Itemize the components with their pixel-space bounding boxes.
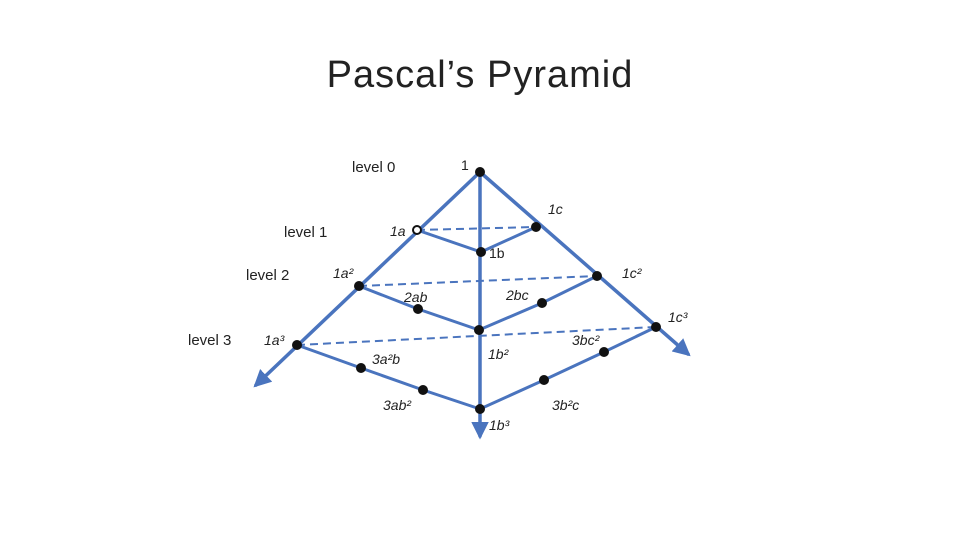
term-3bc2: 3bc²: [572, 332, 601, 348]
term-3ab2: 3ab²: [383, 397, 412, 413]
term-2bc: 2bc: [505, 287, 529, 303]
term-2ab: 2ab: [403, 289, 428, 305]
level-label-2: level 2: [246, 267, 289, 284]
node-c2: [592, 271, 602, 281]
slide-title: Pascal’s Pyramid: [326, 54, 634, 96]
node-b3: [475, 404, 485, 414]
level1-edge-a-b-c: [415, 225, 538, 254]
node-c3: [651, 322, 661, 332]
level3-edge-b-c: [478, 325, 658, 411]
term-1c3: 1c³: [668, 309, 688, 325]
level3-dashed-a-c: [296, 326, 657, 346]
node-c: [531, 222, 541, 232]
term-1b3: 1b³: [489, 417, 510, 433]
level-labels: level 0 level 1 level 2 level 3: [188, 159, 395, 349]
level1-dashed-a-c: [416, 226, 537, 231]
term-1a2: 1a²: [333, 265, 355, 281]
term-1c: 1c: [548, 201, 563, 217]
term-apex: 1: [461, 157, 469, 173]
node-b2c: [539, 375, 549, 385]
node-bc: [537, 298, 547, 308]
level3-edge-a-b: [295, 343, 482, 411]
term-1a3: 1a³: [264, 332, 285, 348]
node-bc2: [599, 347, 609, 357]
term-1b2: 1b²: [488, 346, 510, 362]
node-a: [412, 225, 422, 235]
node-ab2: [418, 385, 428, 395]
axis-a: [253, 170, 482, 388]
term-1c2: 1c²: [622, 265, 643, 281]
level-edges: [295, 225, 658, 411]
term-1a: 1a: [390, 223, 406, 239]
level-label-3: level 3: [188, 332, 231, 349]
node-ab: [413, 304, 423, 314]
level-label-0: level 0: [352, 159, 395, 176]
dashed-edges: [296, 226, 657, 346]
node-b2: [474, 325, 484, 335]
node-a2: [354, 281, 364, 291]
term-labels: 1 1a 1b 1c 1a² 2ab 2bc 1c² 1b² 1a³ 3a²b …: [264, 157, 688, 433]
node-a2b: [356, 363, 366, 373]
pyramid-nodes: [292, 167, 661, 414]
level2-dashed-a-c: [358, 275, 598, 287]
node-b: [476, 247, 486, 257]
term-1b: 1b: [489, 245, 505, 261]
node-a3: [292, 340, 302, 350]
node-apex: [475, 167, 485, 177]
term-3a2b: 3a²b: [372, 351, 400, 367]
pyramid-axes: [253, 170, 691, 440]
term-3b2c: 3b²c: [552, 397, 579, 413]
level-label-1: level 1: [284, 224, 327, 241]
